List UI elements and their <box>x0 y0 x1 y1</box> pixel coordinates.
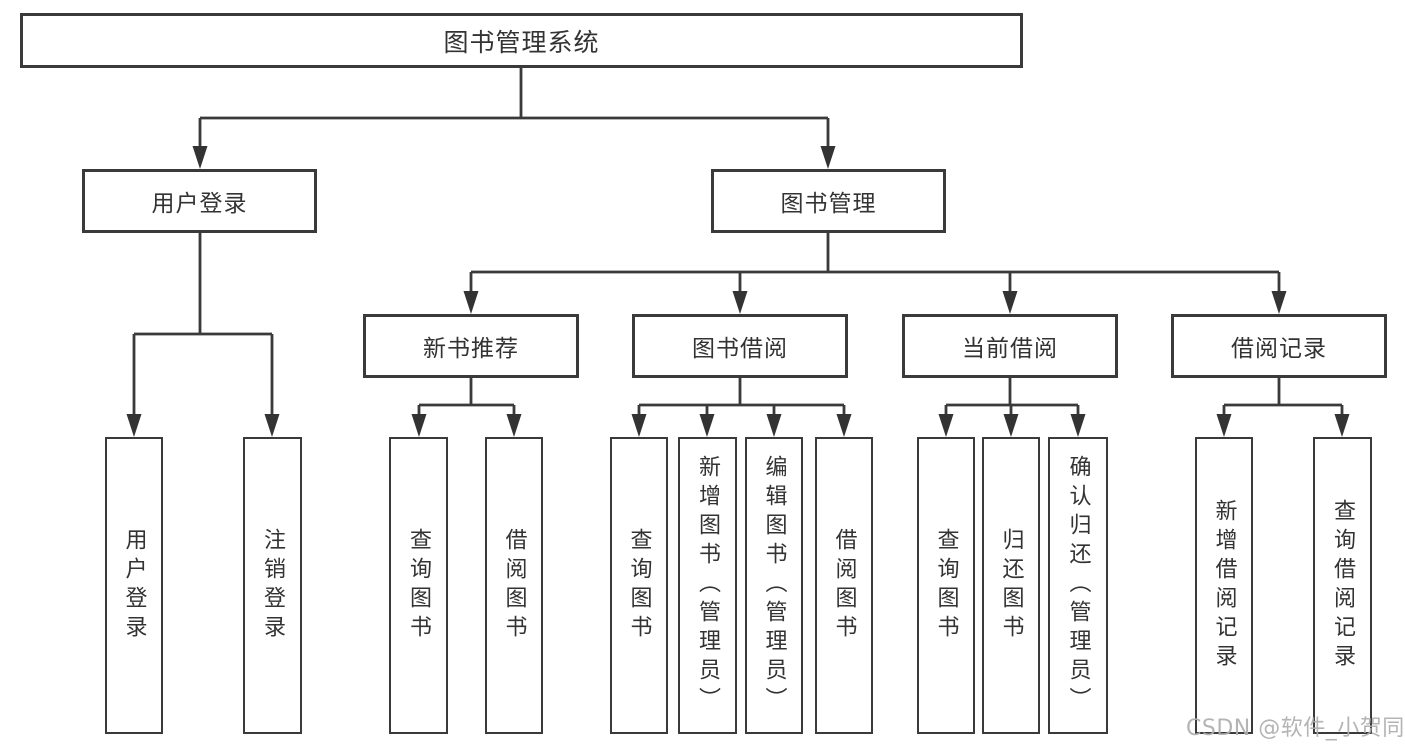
watermark: CSDN @软件_小贺同学 <box>1186 716 1405 741</box>
node-leaf-user-login: 用户登录 <box>105 437 163 734</box>
node-leaf-confirm-return-admin: 确认归还（管理员） <box>1048 437 1108 734</box>
node-user-login: 用户登录 <box>82 169 317 233</box>
node-borrow-records: 借阅记录 <box>1171 314 1387 378</box>
node-book-borrow: 图书借阅 <box>632 314 848 378</box>
node-library-management-system: 图书管理系统 <box>20 13 1023 68</box>
node-leaf-borrow-books: 借阅图书 <box>815 437 873 734</box>
arrowhead-icons <box>126 146 1350 437</box>
node-book-management: 图书管理 <box>711 169 946 233</box>
node-leaf-query-books-borrow: 查询图书 <box>610 437 668 734</box>
node-leaf-query-borrow-record: 查询借阅记录 <box>1313 437 1372 734</box>
node-leaf-borrow-books-recommend: 借阅图书 <box>485 437 543 734</box>
node-new-book-recommend: 新书推荐 <box>363 314 579 378</box>
node-leaf-query-books-recommend: 查询图书 <box>389 437 448 734</box>
node-leaf-add-borrow-record: 新增借阅记录 <box>1195 437 1253 734</box>
node-leaf-return-book: 归还图书 <box>982 437 1040 734</box>
node-leaf-add-book-admin: 新增图书（管理员） <box>678 437 737 734</box>
node-leaf-edit-book-admin: 编辑图书（管理员） <box>745 437 803 734</box>
node-leaf-logout-login: 注销登录 <box>243 437 302 734</box>
node-leaf-query-books-current: 查询图书 <box>917 437 975 734</box>
node-current-borrow: 当前借阅 <box>902 314 1118 378</box>
